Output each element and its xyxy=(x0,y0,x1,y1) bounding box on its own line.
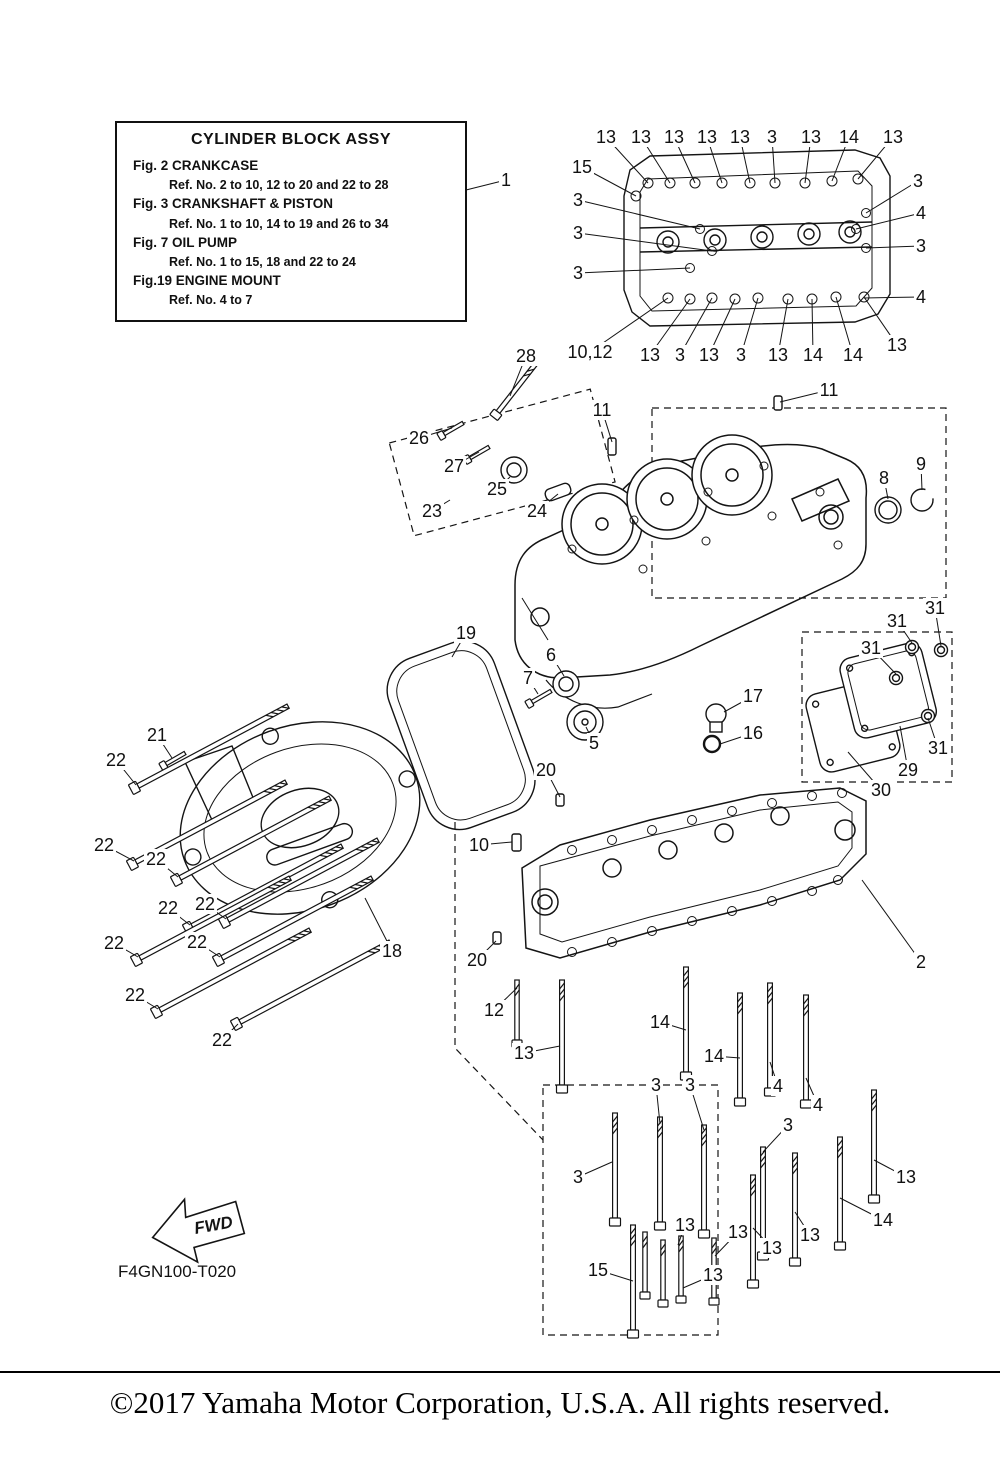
legend-title: CYLINDER BLOCK ASSY xyxy=(190,131,392,148)
legend-ref-line: Ref. No. 2 to 10, 12 to 20 and 22 to 28 xyxy=(169,178,389,193)
legend-ref-line: Ref. No. 1 to 15, 18 and 22 to 24 xyxy=(169,255,356,269)
bolts-drawing xyxy=(125,361,881,1339)
legend-fig-line: Fig. 3 CRANKSHAFT & PISTON xyxy=(133,196,334,212)
crankcase-bottom-view-drawing xyxy=(623,149,891,327)
crankcase-side-cover-drawing xyxy=(179,721,421,915)
footer-divider xyxy=(0,1371,1000,1373)
legend-fig-line: Fig. 7 OIL PUMP xyxy=(133,234,238,250)
legend-box: CYLINDER BLOCK ASSY Fig. 2 CRANKCASE Ref… xyxy=(115,121,467,322)
fwd-arrow-icon: FWD xyxy=(151,1197,246,1264)
end-cover-drawing xyxy=(805,642,938,773)
legend-fig-line: Fig. 2 CRANKCASE xyxy=(133,158,259,173)
crankcase-cover-gasket-drawing xyxy=(386,640,536,831)
cylinder-block-drawing xyxy=(514,434,868,709)
legend-fig-line: Fig.19 ENGINE MOUNT xyxy=(133,273,281,289)
small-parts-drawing xyxy=(492,395,949,945)
drawing-code: F4GN100-T020 xyxy=(118,1262,237,1281)
lower-crankcase-drawing xyxy=(521,787,867,959)
legend-ref-line: Ref. No. 4 to 7 xyxy=(169,293,253,308)
legend-ref-line: Ref. No. 1 to 10, 14 to 19 and 26 to 34 xyxy=(169,216,389,231)
copyright-text: ©2017 Yamaha Motor Corporation, U.S.A. A… xyxy=(109,1385,891,1420)
